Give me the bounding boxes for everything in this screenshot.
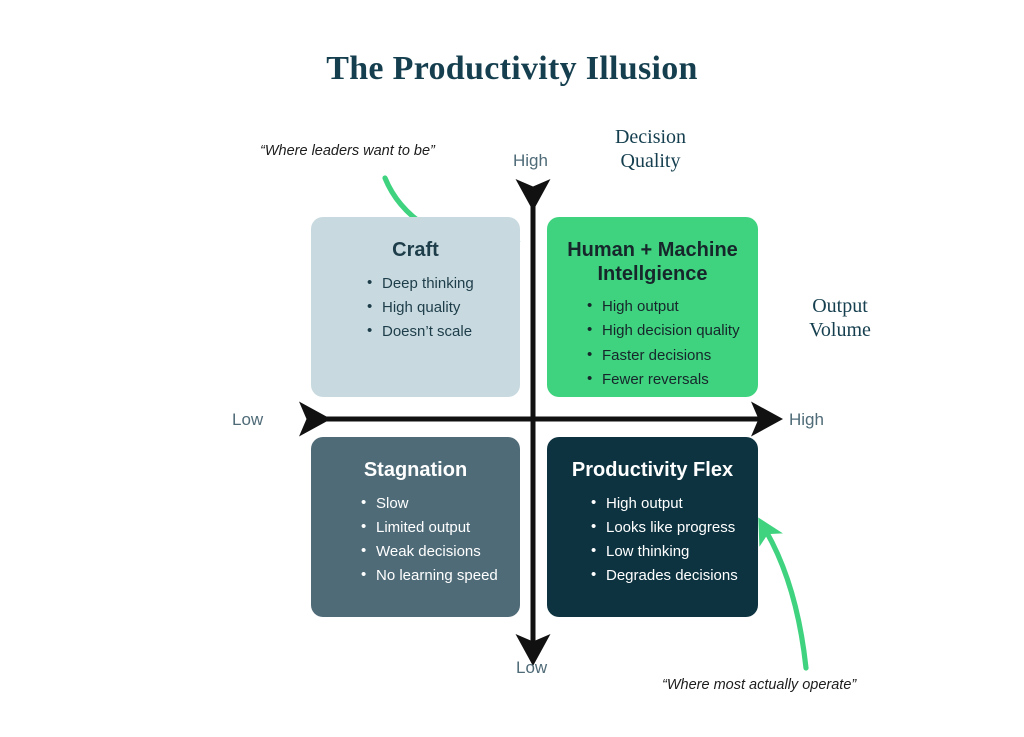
list-item: Faster decisions xyxy=(587,343,740,368)
quadrant-title: Stagnation xyxy=(363,459,468,481)
x-axis-title: Output Volume xyxy=(809,295,871,342)
list-item: Slow xyxy=(361,491,498,516)
quadrant-title: Human + Machine Intellgience xyxy=(567,239,738,285)
quadrant-bullet-list: Deep thinking High quality Doesn’t scale xyxy=(367,271,474,345)
list-item: High decision quality xyxy=(587,318,740,343)
list-item: Low thinking xyxy=(591,539,738,564)
list-item: Fewer reversals xyxy=(587,367,740,392)
x-axis-low-label: Low xyxy=(232,410,264,429)
quadrant-bullet-list: High output Looks like progress Low thin… xyxy=(591,491,738,589)
list-item: Weak decisions xyxy=(361,539,498,564)
annotation-most-operate: “Where most actually operate” xyxy=(662,677,857,693)
quadrant-bullet-list: Slow Limited output Weak decisions No le… xyxy=(361,491,498,589)
page-title: The Productivity Illusion xyxy=(326,50,698,87)
list-item: High output xyxy=(591,491,738,516)
list-item: Degrades decisions xyxy=(591,563,738,588)
quadrant-bullet-list: High output High decision quality Faster… xyxy=(587,294,740,392)
quadrant-title: Craft xyxy=(392,239,439,261)
y-axis-title: Decision Quality xyxy=(614,126,687,173)
actual-operation-arrow xyxy=(758,517,809,671)
y-axis-high-label: High xyxy=(513,151,548,170)
quadrant-productivity-flex: Productivity Flex High output Looks like… xyxy=(547,437,758,617)
x-axis-high-label: High xyxy=(789,410,824,429)
list-item: Doesn’t scale xyxy=(367,319,474,344)
quadrant-stagnation: Stagnation Slow Limited output Weak deci… xyxy=(311,437,520,617)
annotation-leaders-want: “Where leaders want to be” xyxy=(260,143,435,159)
quadrant-title: Productivity Flex xyxy=(571,459,734,481)
y-axis-low-label: Low xyxy=(516,658,548,677)
list-item: Looks like progress xyxy=(591,515,738,540)
list-item: High output xyxy=(587,294,740,319)
list-item: Limited output xyxy=(361,515,498,540)
list-item: High quality xyxy=(367,295,474,320)
list-item: No learning speed xyxy=(361,563,498,588)
quadrant-human-machine-intelligence: Human + Machine Intellgience High output… xyxy=(547,217,758,397)
list-item: Deep thinking xyxy=(367,271,474,296)
quadrant-craft: Craft Deep thinking High quality Doesn’t… xyxy=(311,217,520,397)
